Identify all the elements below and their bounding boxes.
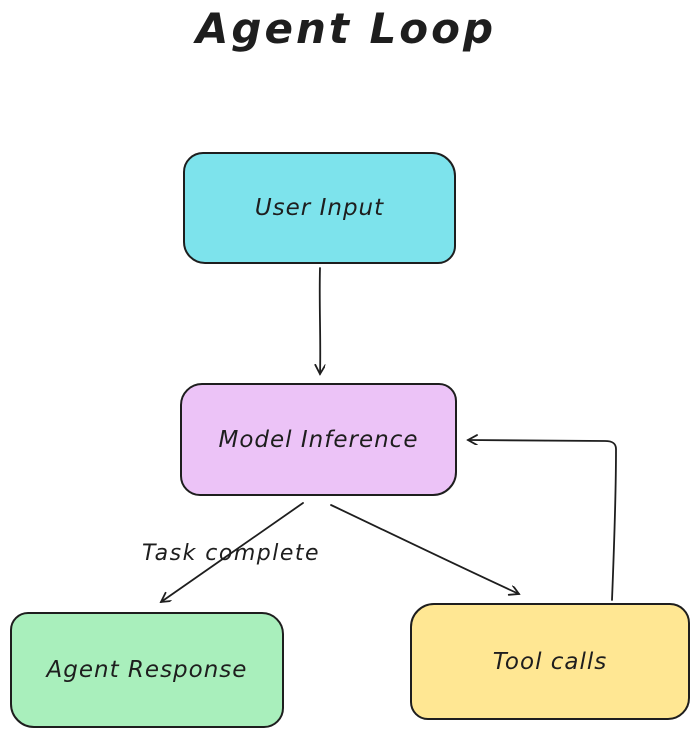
- edge-label-task-complete: Task complete: [142, 541, 321, 566]
- node-user-input: User Input: [183, 152, 456, 264]
- node-model-inference-label: Model Inference: [218, 426, 419, 453]
- node-agent-response-label: Agent Response: [46, 657, 248, 683]
- node-user-input-label: User Input: [254, 195, 385, 221]
- arrow-user-input-to-model-inference: [320, 267, 321, 374]
- diagram-title: Agent Loop: [195, 4, 497, 53]
- node-tool-calls-label: Tool calls: [492, 648, 608, 675]
- arrow-tool-calls-to-model-inference: [468, 440, 617, 601]
- node-model-inference: Model Inference: [180, 383, 457, 496]
- arrow-model-inference-to-tool-calls: [330, 504, 519, 594]
- node-agent-response: Agent Response: [10, 612, 284, 728]
- node-tool-calls: Tool calls: [410, 603, 690, 720]
